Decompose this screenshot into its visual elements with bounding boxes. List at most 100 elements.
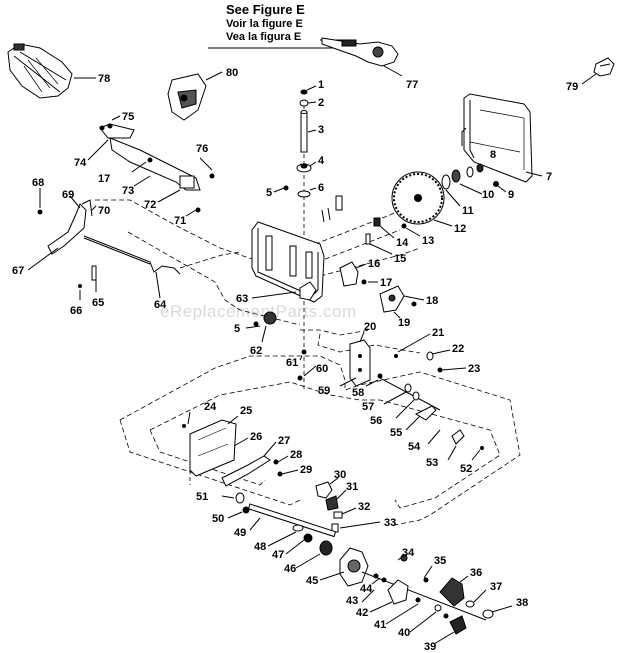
part-label-76: 76 — [196, 143, 208, 155]
part-label-51: 51 — [196, 491, 208, 503]
part-label-32: 32 — [358, 501, 370, 513]
part-label-73: 73 — [122, 185, 134, 197]
part-label-33: 33 — [384, 517, 396, 529]
arbor-bracket-plate — [251, 221, 325, 303]
part-label-3: 3 — [318, 124, 324, 136]
part-label-2: 2 — [318, 97, 324, 109]
part-label-71: 71 — [174, 215, 186, 227]
knob-part — [593, 57, 615, 77]
arbor-hardware — [441, 163, 499, 190]
part-label-22: 22 — [452, 343, 464, 355]
part-label-36: 36 — [470, 567, 482, 579]
part-label-74: 74 — [74, 157, 87, 169]
blade-guard-part — [7, 43, 73, 99]
part-label-24: 24 — [204, 401, 217, 413]
miter-gauge-part — [321, 37, 399, 67]
part-label-58: 58 — [352, 387, 364, 399]
part-label-7: 7 — [546, 171, 552, 183]
part-label-47: 47 — [272, 549, 284, 561]
part-label-8: 8 — [490, 149, 496, 161]
part-label-29: 29 — [300, 464, 312, 476]
part-label-27: 27 — [278, 435, 290, 447]
part-label-80: 80 — [226, 67, 238, 79]
part-label-41: 41 — [374, 619, 386, 631]
part-label-40: 40 — [398, 627, 410, 639]
lock-hardware — [315, 481, 343, 533]
part-label-50: 50 — [212, 513, 224, 525]
part-label-45: 45 — [306, 575, 318, 587]
part-label-44: 44 — [360, 583, 373, 595]
blade-housing-part — [461, 93, 533, 183]
part-label-4: 4 — [318, 155, 325, 167]
part-label-39: 39 — [424, 641, 436, 653]
part-label-37: 37 — [490, 581, 502, 593]
part-label-77: 77 — [406, 79, 418, 91]
part-label-46: 46 — [284, 563, 296, 575]
part-label-30: 30 — [334, 469, 346, 481]
part-label-19: 19 — [398, 317, 410, 329]
part-label-25: 25 — [240, 405, 252, 417]
part-label-18: 18 — [426, 295, 438, 307]
part-label-59: 59 — [318, 385, 330, 397]
see-figure-heading-spanish: Vea la figura E — [226, 31, 302, 43]
assembly-outline — [95, 199, 521, 526]
part-label-48: 48 — [254, 541, 266, 553]
part-label-34: 34 — [402, 547, 415, 559]
part-label-61: 61 — [286, 357, 298, 369]
part-label-35: 35 — [434, 555, 446, 567]
part-label-38: 38 — [516, 597, 528, 609]
watermark: eReplacementParts.com — [160, 302, 357, 321]
elevation-shaft-part — [235, 492, 369, 587]
part-label-75: 75 — [122, 111, 134, 123]
part-label-14: 14 — [396, 237, 409, 249]
part-label-43: 43 — [346, 595, 358, 607]
part-label-6: 6 — [318, 182, 324, 194]
part-label-54: 54 — [408, 441, 421, 453]
part-label-5: 5 — [266, 187, 272, 199]
part-label-68: 68 — [32, 177, 44, 189]
shaft-hardware — [394, 351, 443, 373]
part-label-10: 10 — [482, 189, 494, 201]
vertical-bracket-part — [297, 339, 383, 387]
center-nut-part — [253, 311, 277, 327]
part-label-55: 55 — [390, 427, 402, 439]
part-label-65: 65 — [92, 297, 104, 309]
part-label-1: 1 — [318, 79, 324, 91]
part-label-72: 72 — [144, 199, 156, 211]
part-label-21: 21 — [432, 327, 444, 339]
part-label-78: 78 — [98, 73, 110, 85]
pin-hardware — [321, 195, 407, 245]
part-label-67: 67 — [12, 265, 24, 277]
see-figure-heading-french: Voir la figure E — [226, 18, 303, 30]
part-label-17b: 17 — [380, 277, 392, 289]
part-label-13: 13 — [422, 235, 434, 247]
part-label-11: 11 — [462, 205, 474, 217]
part-label-57: 57 — [362, 401, 374, 413]
part-label-9: 9 — [508, 189, 514, 201]
part-label-52: 52 — [460, 463, 472, 475]
part-label-31: 31 — [346, 481, 358, 493]
lower-shaft-parts — [379, 377, 484, 450]
trunnion-bracket-part — [339, 261, 417, 313]
part-label-23: 23 — [468, 363, 480, 375]
part-label-62: 62 — [250, 345, 262, 357]
part-label-26: 26 — [250, 431, 262, 443]
part-label-49: 49 — [234, 527, 246, 539]
rod-assembly-part — [283, 89, 312, 198]
part-label-20: 20 — [364, 321, 376, 333]
part-label-53: 53 — [426, 457, 438, 469]
part-label-70: 70 — [98, 205, 110, 217]
part-label-66: 66 — [70, 305, 82, 317]
part-label-16: 16 — [368, 258, 380, 270]
part-label-12: 12 — [454, 223, 466, 235]
part-label-17: 17 — [98, 173, 110, 185]
tilt-bracket-part — [182, 419, 283, 487]
part-label-79: 79 — [566, 81, 578, 93]
part-number-callouts: 1 2 3 4 5 6 7 8 9 10 11 12 13 14 15 16 1… — [12, 67, 578, 653]
part-label-5b: 5 — [234, 323, 240, 335]
splitter-bracket-part — [99, 123, 215, 213]
anti-kickback-part — [167, 73, 207, 121]
part-label-42: 42 — [356, 607, 368, 619]
